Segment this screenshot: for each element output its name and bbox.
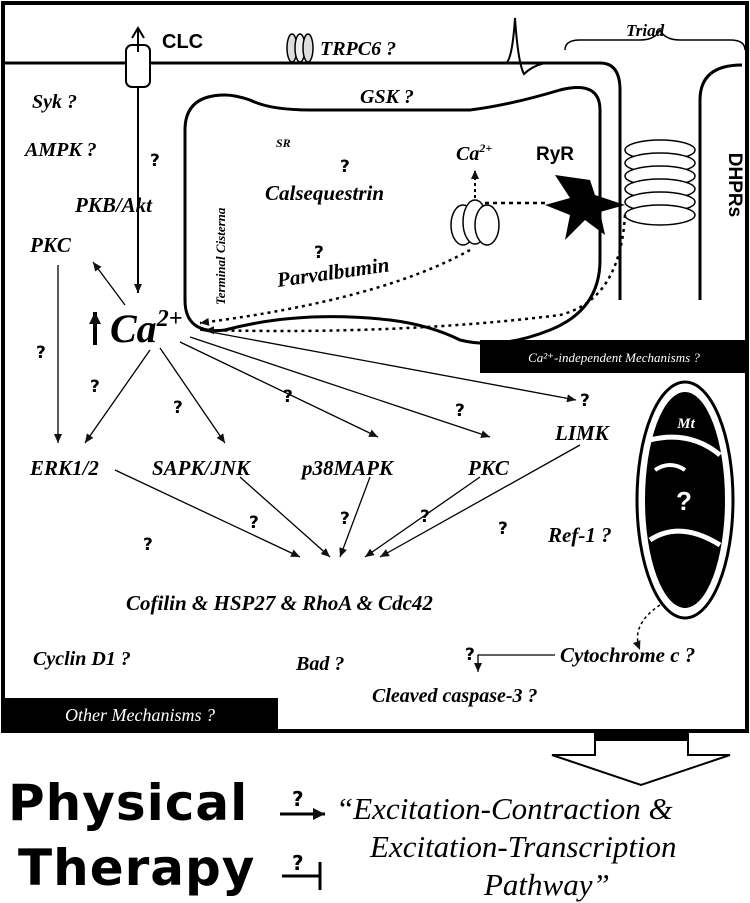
ca-main-label: Ca2+: [110, 306, 182, 351]
sapk-question: ?: [173, 398, 183, 418]
mito-question: ?: [676, 486, 692, 516]
trpc6-label: TRPC6 ?: [320, 38, 396, 60]
syk-label: Syk ?: [32, 91, 77, 113]
ryr-label: RyR: [536, 144, 574, 165]
ref1-label: Ref-1 ?: [547, 523, 612, 547]
down-block-arrow-icon: [552, 733, 730, 785]
ca-to-pkc-lower-arrow: [190, 337, 490, 437]
calsequestrin-question: ?: [340, 157, 350, 177]
ca-to-pkc-arrow: [93, 262, 125, 305]
erk-label: ERK1/2: [29, 456, 99, 480]
cytochrome-label: Cytochrome c ?: [560, 643, 695, 667]
limk-label: LIMK: [554, 421, 611, 445]
limk-question: ?: [580, 391, 590, 411]
dhpr-coil-icon: [625, 140, 695, 225]
therapy-label: Therapy: [18, 839, 255, 897]
physical-label: Physical: [8, 774, 248, 832]
erk-question: ?: [90, 377, 100, 397]
inhibit-question: ?: [292, 851, 304, 875]
pathway-line-1: “Excitation-Contraction &: [336, 791, 673, 826]
pkc-cofilin-question: ?: [420, 507, 430, 527]
pkc-upper-label: PKC: [29, 233, 72, 257]
ca-to-sapk-arrow: [160, 348, 225, 443]
limk-cofilin-question: ?: [498, 519, 508, 539]
ca-sr-label: Ca2+: [456, 141, 492, 165]
trpc6-channel-icon: [287, 34, 313, 62]
bad-label: Bad ?: [295, 653, 344, 675]
pkb-akt-label: PKB/Akt: [74, 193, 153, 217]
sr-calcium-channel-icon: [451, 200, 499, 245]
triad-label: Triad: [626, 21, 665, 40]
p38-question: ?: [283, 387, 293, 407]
caspase-question: ?: [465, 645, 475, 665]
activate-question: ?: [292, 787, 304, 811]
p38-label: p38MAPK: [300, 456, 395, 480]
parvalbumin-question: ?: [314, 243, 324, 263]
ca-independent-label: Ca²⁺-independent Mechanisms ?: [528, 350, 700, 365]
pkb-question: ?: [150, 151, 160, 171]
sr-label: SR: [276, 136, 291, 150]
erk-cofilin-question: ?: [143, 535, 153, 555]
clc-label: CLC: [162, 31, 203, 53]
cofilin-label: Cofilin & HSP27 & RhoA & Cdc42: [126, 591, 433, 615]
action-potential-spike: [470, 18, 545, 74]
clc-channel-icon: [126, 28, 150, 87]
pkc-lower-label: PKC: [467, 456, 510, 480]
ampk-label: AMPK ?: [23, 139, 97, 161]
other-mechanisms-label: Other Mechanisms ?: [65, 705, 215, 725]
gsk-label: GSK ?: [360, 86, 414, 108]
cyclin-label: Cyclin D1 ?: [33, 648, 131, 670]
pathway-line-2: Excitation-Transcription: [369, 829, 677, 864]
cytochrome-to-caspase-arrow: [478, 655, 555, 672]
parvalbumin-label: Parvalbumin: [274, 252, 390, 292]
pkc-erk-question: ?: [36, 343, 46, 363]
mt-label: Mt: [676, 416, 695, 432]
calsequestrin-label: Calsequestrin: [265, 181, 384, 205]
pathway-line-3: Pathway”: [483, 867, 610, 902]
pkc-question: ?: [455, 401, 465, 421]
p38-cofilin-question: ?: [340, 509, 350, 529]
sapk-label: SAPK/JNK: [152, 456, 252, 480]
caspase-label: Cleaved caspase-3 ?: [372, 685, 538, 707]
terminal-cisterna-sr: [185, 88, 600, 344]
dhprs-label: DHPRs: [724, 153, 745, 217]
terminal-cisterna-label: Terminal Cisterna: [213, 207, 228, 305]
ryr-receptor-icon: [545, 175, 625, 240]
sapk-cofilin-question: ?: [249, 513, 259, 533]
